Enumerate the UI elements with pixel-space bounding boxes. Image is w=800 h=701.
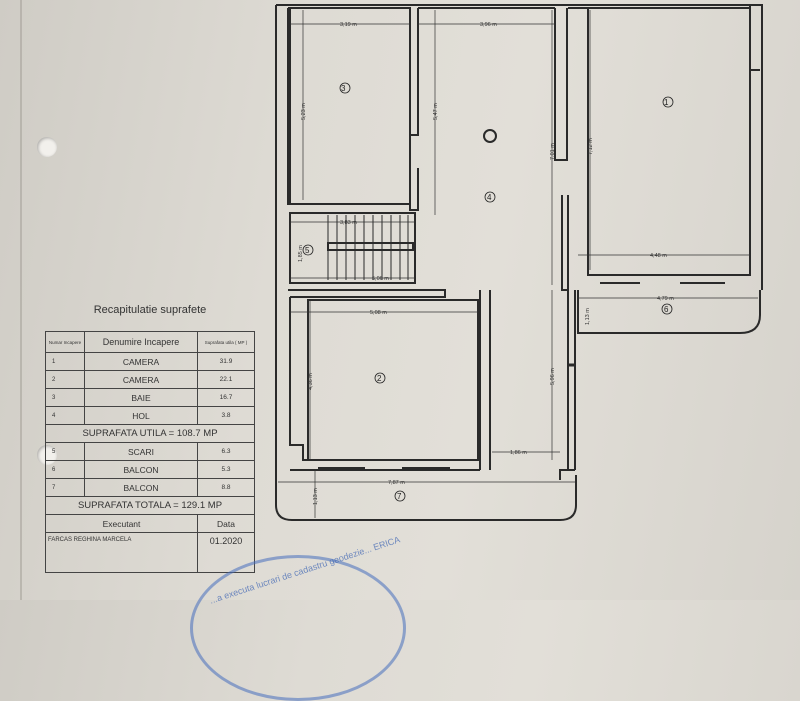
cell-area: 16.7 [197, 388, 255, 407]
room-number-4: 4 [487, 193, 492, 202]
dim-label: 4,48 m [650, 253, 667, 259]
cell-area: 6.3 [197, 442, 255, 461]
wall [288, 289, 446, 298]
dim-label: 7,01 m [550, 143, 556, 160]
dimension-labels: 3,19 m 3,96 m 5,23 m 5,47 m 7,01 m 7,12 … [298, 22, 674, 505]
cell-nr: 4 [45, 406, 85, 425]
room-number-2: 2 [377, 374, 382, 383]
cell-nr: 3 [45, 388, 85, 407]
cell-name: BAIE [84, 388, 198, 407]
dim-label: 1,86 m [510, 450, 527, 456]
window [600, 274, 725, 284]
cell-area: 5.3 [197, 460, 255, 479]
cell-area: 3.8 [197, 406, 255, 425]
dimension-lines [278, 10, 758, 518]
room-3 [289, 7, 411, 205]
wall [559, 290, 576, 480]
cell-nr: 7 [45, 478, 85, 497]
cell-nr: 6 [45, 460, 85, 479]
date-label: Data [197, 514, 255, 533]
balcony-7 [275, 470, 577, 521]
room-labels: 3 1 4 5 2 6 7 [305, 84, 669, 501]
wall [409, 8, 419, 211]
dim-label: 5,47 m [433, 103, 439, 120]
dim-label: 7,87 m [388, 480, 405, 486]
header-area: Suprafata utila ( MP ) [197, 331, 255, 353]
light-fixture [483, 129, 497, 143]
area-summary-table: Numar Incapere Denumire Incapere Suprafa… [45, 331, 255, 573]
date-value: 01.2020 [197, 532, 255, 573]
cell-name: CAMERA [84, 352, 198, 371]
punch-hole [37, 137, 57, 157]
total: SUPRAFATA TOTALA = 129.1 MP [45, 496, 255, 515]
dim-label: 4,79 m [657, 296, 674, 302]
room-number-3: 3 [341, 84, 346, 93]
dim-label: 5,08 m [370, 310, 387, 316]
stair-steps [327, 215, 409, 280]
subtotal: SUPRAFATA UTILA = 108.7 MP [45, 424, 255, 443]
window [318, 459, 450, 469]
balcony-6 [577, 290, 761, 334]
room-number-5: 5 [305, 246, 310, 255]
cell-name: HOL [84, 406, 198, 425]
room-2-inner [307, 299, 479, 461]
cell-area: 8.8 [197, 478, 255, 497]
executant-name: FARCAS REGHINA MARCELA [45, 532, 198, 573]
header-name: Denumire Incapere [84, 331, 198, 353]
cell-name: BALCON [84, 478, 198, 497]
outer-wall [276, 4, 763, 290]
room-number-7: 7 [397, 492, 402, 501]
dim-label: 5,96 m [550, 368, 556, 385]
cell-name: BALCON [84, 460, 198, 479]
floor-plan: 3 1 4 5 2 6 7 3,19 m 3,96 m 5,23 m 5,47 … [275, 4, 763, 521]
cell-nr: 2 [45, 370, 85, 389]
total-row: SUPRAFATA TOTALA = 129.1 MP [45, 496, 255, 515]
dim-label: 3,83 m [340, 220, 357, 226]
dim-label: 1,13 m [585, 308, 591, 325]
subtotal-row: SUPRAFATA UTILA = 108.7 MP [45, 424, 255, 443]
table-header: Numar Incapere Denumire Incapere Suprafa… [45, 331, 255, 353]
dim-label: 4,36 m [308, 373, 314, 390]
executant-label: Executant [45, 514, 198, 533]
dim-label: 3,19 m [340, 22, 357, 28]
room-1 [587, 7, 751, 276]
cell-nr: 1 [45, 352, 85, 371]
dim-label: 7,12 m [588, 138, 594, 155]
dim-label: 3,96 m [480, 22, 497, 28]
header-number: Numar Incapere [45, 331, 85, 353]
cell-name: SCARI [84, 442, 198, 461]
dim-label: 5,23 m [301, 103, 307, 120]
wall [749, 5, 760, 71]
dim-label: 1,85 m [298, 245, 304, 262]
room-number-1: 1 [664, 98, 669, 107]
table-title: Recapitulatie suprafete [93, 304, 207, 316]
room-number-6: 6 [664, 305, 669, 314]
dim-label: 1,13 m [313, 488, 319, 505]
paper-fold [20, 0, 22, 600]
stairs [289, 212, 416, 284]
dim-label: 5,06 m [372, 276, 389, 282]
wall [554, 8, 569, 291]
cell-area: 22.1 [197, 370, 255, 389]
cell-nr: 5 [45, 442, 85, 461]
cell-area: 31.9 [197, 352, 255, 371]
cell-name: CAMERA [84, 370, 198, 389]
